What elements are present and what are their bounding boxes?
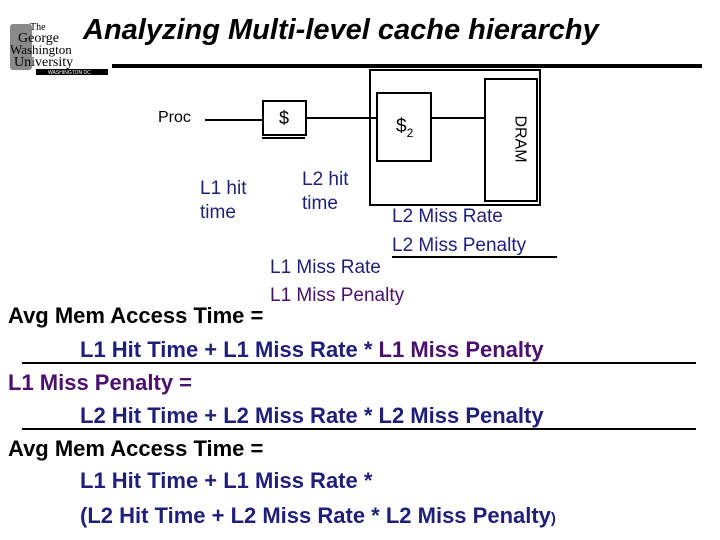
l1-miss-rate-label: L1 Miss Rate (270, 257, 381, 278)
dram-label: DRAM (511, 115, 529, 163)
logo-the: The (30, 22, 46, 33)
l2-miss-rate-label: L2 Miss Rate (392, 206, 503, 227)
l1-hit-time-label: L1 hit time (200, 178, 247, 223)
l2-cache-box: $2 (376, 92, 432, 162)
equation-1-lhs: Avg Mem Access Time = (8, 303, 264, 328)
equation-2-rule (22, 428, 696, 430)
equation-2-rhs: L2 Hit Time + L2 Miss Rate * L2 Miss Pen… (80, 403, 544, 428)
logo-washington: Washington (10, 42, 72, 57)
l2-hit-time-label: L2 hit time (302, 169, 349, 214)
l2-miss-penalty-underline (392, 256, 557, 258)
title-underline (112, 64, 702, 68)
proc-box: Proc (150, 105, 205, 135)
logo-george: George (18, 31, 59, 46)
equation-2-lhs: L1 Miss Penalty = (8, 370, 193, 395)
dram-box: DRAM (484, 78, 538, 202)
university-logo: The George Washington University WASHING… (8, 18, 112, 76)
equation-3-rhs-line2: (L2 Hit Time + L2 Miss Rate * L2 Miss Pe… (80, 503, 556, 528)
slide-title: Analyzing Multi-level cache hierarchy (83, 14, 599, 46)
equation-3-rhs-line1: L1 Hit Time + L1 Miss Rate * (80, 468, 373, 493)
equation-3-lhs: Avg Mem Access Time = (8, 436, 264, 461)
equation-1-rule (22, 362, 696, 364)
l2-miss-penalty-label: L2 Miss Penalty (392, 235, 527, 256)
l1-cache-label: $ (279, 108, 290, 128)
l2-cache-label: $2 (396, 116, 414, 140)
l1-miss-penalty-label: L1 Miss Penalty (270, 285, 405, 306)
logo-university: University (14, 55, 73, 70)
proc-label: Proc (158, 109, 191, 126)
equation-1-rhs: L1 Hit Time + L1 Miss Rate * L1 Miss Pen… (80, 337, 544, 362)
logo-location: WASHINGTON DC (48, 70, 91, 76)
l1-cache-box: $ (262, 100, 307, 136)
